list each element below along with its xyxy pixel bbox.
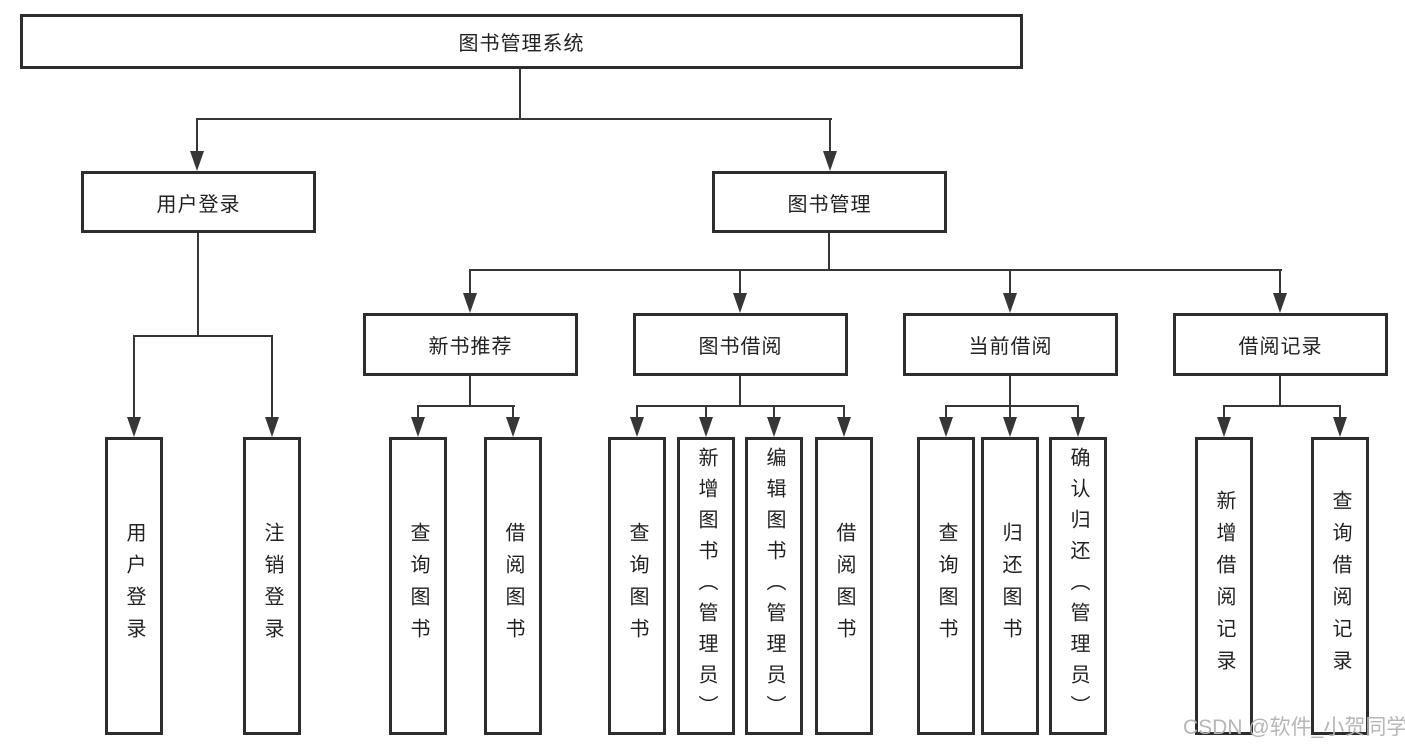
node-borrow-records: 借阅记录 (1173, 313, 1388, 376)
arrow-down-icon (265, 417, 279, 437)
leaf-confirm-return-admin: 确认归还（管理员） (1049, 437, 1107, 735)
leaf-query-borrow-record-label: 查询借阅记录 (1329, 490, 1351, 682)
leaf-borrow-query-books: 查询图书 (608, 437, 666, 735)
arrow-down-icon (1071, 417, 1085, 437)
node-book-borrow: 图书借阅 (633, 313, 848, 376)
arrow-down-icon (837, 417, 851, 437)
arrow-down-icon (823, 151, 837, 171)
connector-line (1223, 405, 1341, 407)
arrow-down-icon (1003, 293, 1017, 313)
node-current-borrow: 当前借阅 (903, 313, 1118, 376)
connector-line (828, 233, 830, 271)
connector-line (705, 405, 707, 419)
connector-line (843, 405, 845, 419)
leaf-return-books: 归还图书 (981, 437, 1039, 735)
node-book-management-label: 图书管理 (787, 193, 872, 216)
leaf-borrow-borrow-books-label: 借阅图书 (833, 522, 855, 650)
connector-line (196, 118, 198, 153)
leaf-user-login: 用户登录 (105, 437, 163, 735)
leaf-borrow-borrow-books: 借阅图书 (815, 437, 873, 735)
node-user-login-branch-label: 用户登录 (156, 193, 241, 216)
connector-line (1279, 269, 1281, 295)
arrow-down-icon (939, 417, 953, 437)
connector-line (945, 405, 1079, 407)
node-book-management: 图书管理 (712, 171, 947, 233)
connector-line (945, 405, 947, 419)
leaf-confirm-return-admin-label: 确认归还（管理员） (1067, 446, 1089, 726)
arrow-down-icon (1003, 417, 1017, 437)
node-book-borrow-label: 图书借阅 (698, 336, 783, 358)
leaf-current-query-books: 查询图书 (917, 437, 975, 735)
connector-line (636, 405, 845, 407)
arrow-down-icon (463, 293, 477, 313)
connector-line (773, 405, 775, 419)
connector-line (1223, 405, 1225, 419)
arrow-down-icon (699, 417, 713, 437)
connector-line (197, 233, 199, 336)
node-current-borrow-label: 当前借阅 (968, 336, 1053, 358)
leaf-query-borrow-record: 查询借阅记录 (1311, 437, 1369, 735)
node-user-login-branch: 用户登录 (81, 171, 316, 233)
connector-line (133, 335, 273, 337)
arrow-down-icon (767, 417, 781, 437)
leaf-logout: 注销登录 (243, 437, 301, 735)
leaf-add-borrow-record: 新增借阅记录 (1195, 437, 1253, 735)
connector-line (739, 376, 741, 407)
connector-line (1339, 405, 1341, 419)
leaf-user-login-label: 用户登录 (123, 522, 145, 650)
node-borrow-records-label: 借阅记录 (1238, 336, 1323, 358)
arrow-down-icon (1333, 417, 1347, 437)
connector-line (417, 405, 419, 419)
leaf-edit-books-admin: 编辑图书（管理员） (745, 437, 803, 735)
connector-line (739, 269, 741, 295)
node-new-book-recommend: 新书推荐 (363, 313, 578, 376)
node-library-management-system-label: 图书管理系统 (458, 33, 585, 55)
leaf-add-books-admin: 新增图书（管理员） (677, 437, 735, 735)
connector-line (196, 118, 832, 120)
arrow-down-icon (127, 417, 141, 437)
leaf-borrow-query-books-label: 查询图书 (626, 522, 648, 650)
arrow-down-icon (1273, 293, 1287, 313)
connector-line (636, 405, 638, 419)
connector-line (519, 69, 521, 119)
connector-line (469, 269, 471, 295)
connector-line (1009, 376, 1011, 407)
leaf-add-books-admin-label: 新增图书（管理员） (695, 446, 717, 726)
connector-line (1009, 269, 1011, 295)
leaf-recommend-borrow-books: 借阅图书 (484, 437, 542, 735)
leaf-recommend-borrow-books-label: 借阅图书 (502, 522, 524, 650)
connector-line (1077, 405, 1079, 419)
arrow-down-icon (190, 151, 204, 171)
arrow-down-icon (630, 417, 644, 437)
csdn-watermark: CSDN @软件_小贺同学 (1183, 716, 1405, 739)
arrow-down-icon (733, 293, 747, 313)
connector-line (512, 405, 514, 419)
connector-line (1279, 376, 1281, 407)
arrow-down-icon (411, 417, 425, 437)
connector-line (1009, 405, 1011, 419)
leaf-edit-books-admin-label: 编辑图书（管理员） (763, 446, 785, 726)
connector-line (469, 269, 1282, 271)
leaf-current-query-books-label: 查询图书 (935, 522, 957, 650)
connector-line (469, 376, 471, 407)
connector-line (417, 405, 515, 407)
connector-line (271, 335, 273, 419)
connector-line (829, 118, 831, 153)
leaf-recommend-query-books-label: 查询图书 (407, 522, 429, 650)
leaf-return-books-label: 归还图书 (999, 522, 1021, 650)
leaf-add-borrow-record-label: 新增借阅记录 (1213, 490, 1235, 682)
connector-line (133, 335, 135, 419)
leaf-recommend-query-books: 查询图书 (389, 437, 447, 735)
leaf-logout-label: 注销登录 (261, 522, 283, 650)
arrow-down-icon (1217, 417, 1231, 437)
node-new-book-recommend-label: 新书推荐 (428, 336, 513, 358)
node-library-management-system: 图书管理系统 (20, 14, 1023, 69)
arrow-down-icon (506, 417, 520, 437)
